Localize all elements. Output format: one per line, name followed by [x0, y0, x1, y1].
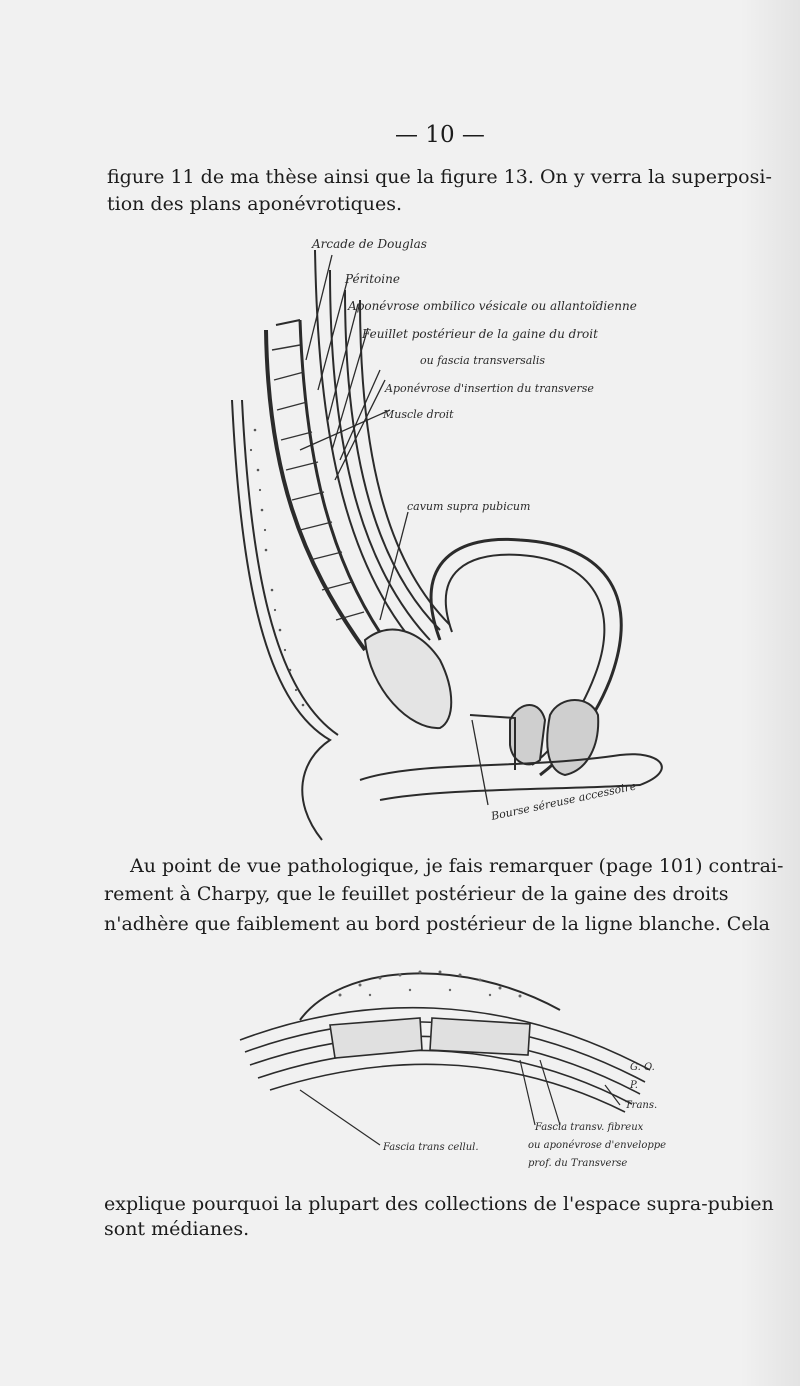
label-aponevrose-ombilico: Aponévrose ombilico vésicale ou allantoï… — [347, 299, 637, 313]
text-line: Au point de vue pathologique, je fais re… — [130, 855, 784, 877]
label-peritoine: Péritoine — [344, 272, 400, 286]
label-trans: Trans. — [625, 1100, 657, 1111]
label-arcade: Arcade de Douglas — [311, 237, 427, 251]
label-prof: prof. du Transverse — [528, 1158, 627, 1169]
label-ou-aponevrose: ou aponévrose d'enveloppe — [528, 1140, 666, 1151]
text-line: tion des plans aponévrotiques. — [107, 193, 403, 215]
text-line: figure 11 de ma thèse ainsi que la figur… — [107, 166, 772, 188]
label-fascia: ou fascia transversalis — [420, 354, 545, 367]
label-cavum: cavum supra pubicum — [407, 500, 530, 513]
label-aponevrose-insertion: Aponévrose d'insertion du transverse — [384, 382, 594, 395]
label-fascia-fibreux: Fascia transv. fibreux — [534, 1122, 644, 1133]
page-number: — 10 — — [395, 122, 485, 148]
text-line: n'adhère que faiblement au bord postérie… — [104, 913, 770, 935]
label-go: G. O. — [630, 1062, 655, 1073]
label-fascia-trans-cell: Fascia trans cellul. — [382, 1142, 479, 1153]
label-feuillet-posterieur: Feuillet postérieur de la gaine du droit — [361, 327, 598, 341]
label-muscle-droit: Muscle droit — [382, 408, 454, 421]
text-line: rement à Charpy, que le feuillet postéri… — [104, 883, 729, 905]
scan-shadow — [740, 0, 800, 1386]
text-line: sont médianes. — [104, 1218, 250, 1240]
text-line: explique pourquoi la plupart des collect… — [104, 1193, 774, 1215]
label-p: P. — [629, 1080, 638, 1091]
